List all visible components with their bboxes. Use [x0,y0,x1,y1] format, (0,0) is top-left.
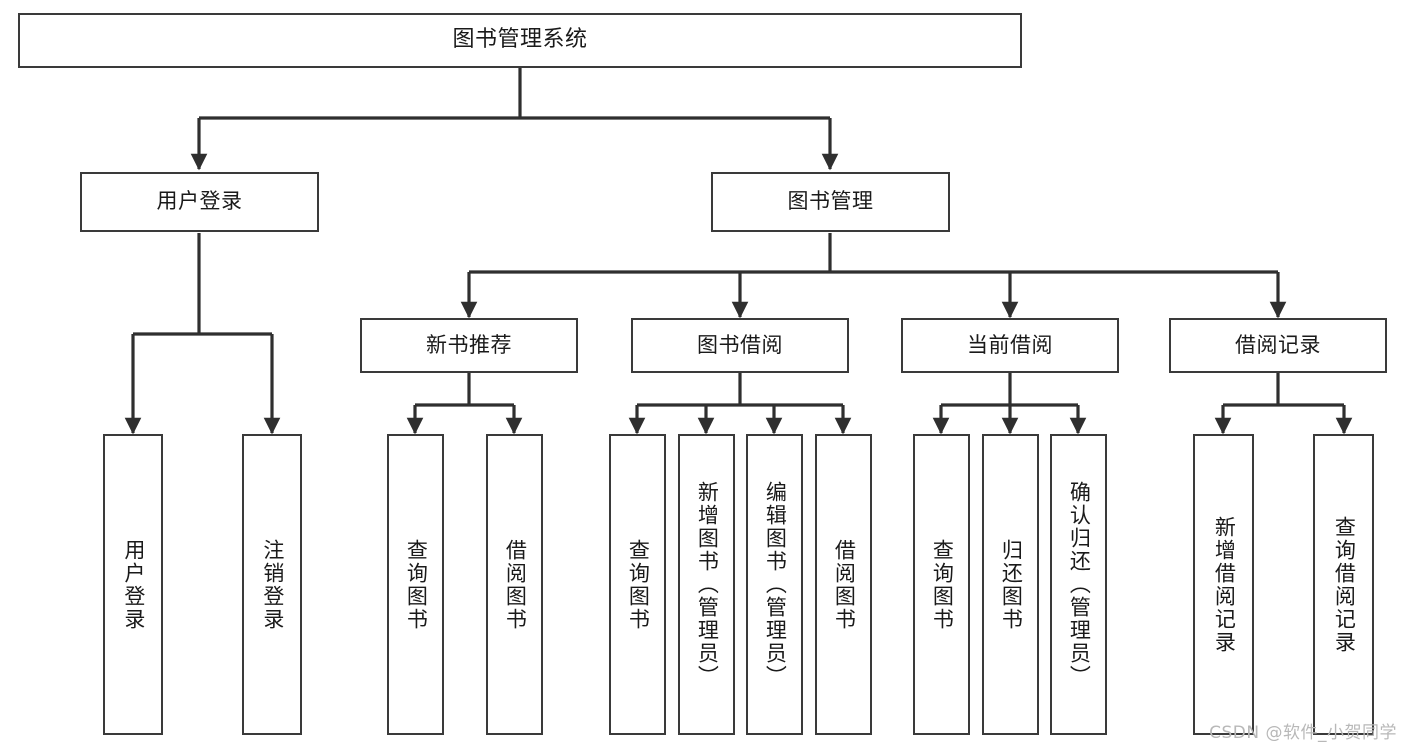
node-leaf-borrow-query-book[interactable]: 查询图书 [609,434,666,735]
node-leaf-borrow-add-book[interactable]: 新增图书（管理员） [678,434,735,735]
node-book-manage[interactable]: 图书管理 [711,172,950,232]
node-current-borrow[interactable]: 当前借阅 [901,318,1119,373]
node-leaf-borrow-borrow-book[interactable]: 借阅图书 [815,434,872,735]
node-leaf-current-return-book[interactable]: 归还图书 [982,434,1039,735]
node-leaf-rec-borrow-book[interactable]: 借阅图书 [486,434,543,735]
node-book-borrow[interactable]: 图书借阅 [631,318,849,373]
node-leaf-current-confirm-return[interactable]: 确认归还（管理员） [1050,434,1107,735]
node-leaf-record-add[interactable]: 新增借阅记录 [1193,434,1254,735]
node-leaf-user-login[interactable]: 用户登录 [103,434,163,735]
csdn-watermark: CSDN @软件_小贺同学 [1209,723,1397,743]
node-leaf-user-logout[interactable]: 注销登录 [242,434,302,735]
node-borrow-record[interactable]: 借阅记录 [1169,318,1387,373]
node-user-login[interactable]: 用户登录 [80,172,319,232]
node-leaf-borrow-edit-book[interactable]: 编辑图书（管理员） [746,434,803,735]
node-leaf-rec-query-book[interactable]: 查询图书 [387,434,444,735]
node-leaf-record-query[interactable]: 查询借阅记录 [1313,434,1374,735]
node-root-system[interactable]: 图书管理系统 [18,13,1022,68]
node-new-book-rec[interactable]: 新书推荐 [360,318,578,373]
node-leaf-current-query-book[interactable]: 查询图书 [913,434,970,735]
